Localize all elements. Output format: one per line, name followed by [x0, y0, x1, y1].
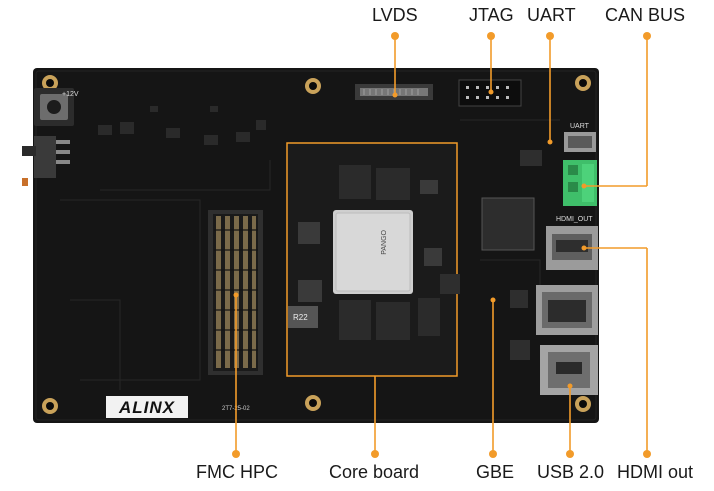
- callout-lines: [232, 32, 651, 458]
- pcb-traces: [60, 119, 560, 390]
- power-switch: [22, 136, 70, 186]
- label-fmc-hpc: FMC HPC: [196, 462, 278, 482]
- r22-silk: R22: [293, 313, 308, 322]
- uart-port: UART: [564, 123, 596, 152]
- label-uart: UART: [527, 5, 576, 25]
- brand-text: ALINX: [118, 398, 176, 417]
- chip-brand-text: PANGO: [381, 229, 388, 254]
- uart-silk: UART: [570, 123, 590, 130]
- core-board-outline: [286, 142, 458, 377]
- memory-chips: [339, 165, 440, 340]
- lvds-connector: [355, 84, 433, 100]
- hdmi-silk: HDMI_OUT: [556, 216, 593, 223]
- hdmi-chip: [481, 197, 535, 251]
- core-board: PANGO R22: [286, 142, 458, 377]
- label-hdmi-out: HDMI out: [617, 462, 694, 482]
- small-components: [98, 106, 266, 145]
- alinx-logo: ALINX: [106, 396, 188, 418]
- label-can-bus: CAN BUS: [605, 5, 686, 25]
- power-silk: +12V: [62, 91, 79, 98]
- label-core-board: Core board: [329, 462, 420, 482]
- label-lvds: LVDS: [372, 5, 418, 25]
- can-bus-terminal: [563, 160, 597, 206]
- label-gbe: GBE: [476, 462, 515, 482]
- usb-port: [540, 345, 598, 395]
- ethernet-port: [536, 285, 598, 335]
- label-usb: USB 2.0: [537, 462, 605, 482]
- power-jack: [34, 88, 74, 126]
- label-jtag: JTAG: [469, 5, 514, 25]
